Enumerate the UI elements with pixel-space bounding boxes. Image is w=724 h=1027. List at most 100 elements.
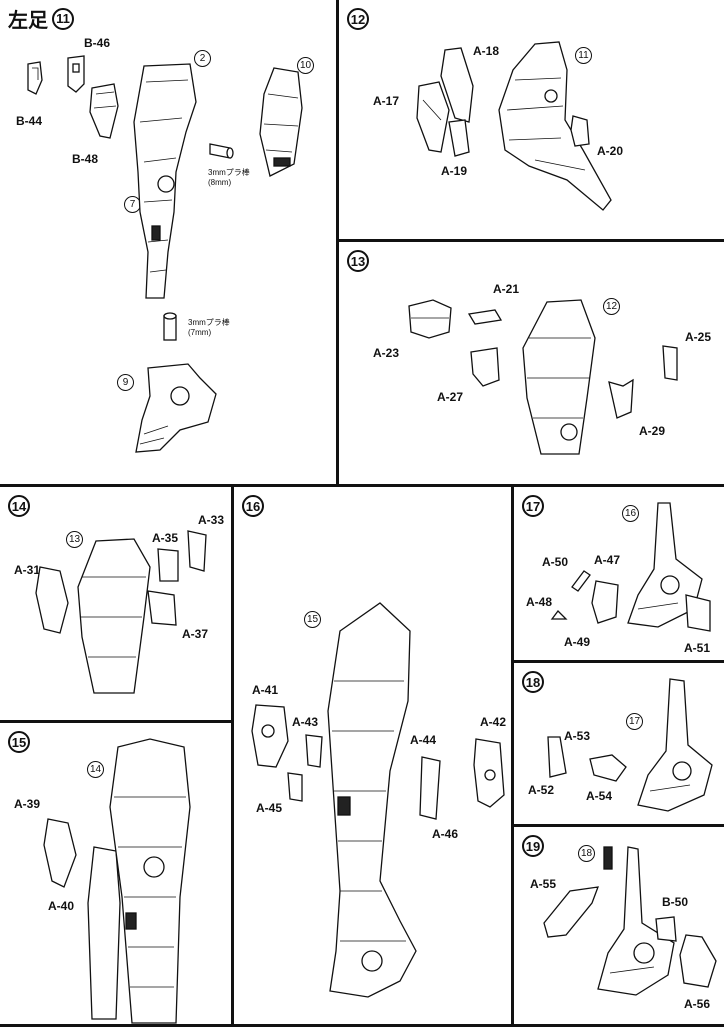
part-a33-illustration (187, 530, 207, 572)
ref-number-18: 18 (578, 845, 595, 862)
part-a51-illustration (685, 594, 711, 632)
ref-number-15: 15 (304, 611, 321, 628)
part-a20-illustration (570, 115, 590, 147)
part-label-a35: A-35 (152, 531, 179, 545)
part-a31-illustration (35, 566, 69, 634)
step-number: 11 (52, 7, 74, 30)
ref-number-2: 2 (194, 50, 211, 67)
part-b46-illustration (67, 55, 85, 93)
part-label-a40: A-40 (48, 899, 75, 913)
part-label-a50: A-50 (542, 555, 569, 569)
step-15-panel: 15 14 A-39 A-40 (0, 720, 235, 1027)
part-a35-illustration (157, 548, 179, 582)
leg-assembly-illustration (327, 602, 417, 998)
rod-8mm-illustration (209, 143, 234, 159)
part-label-a20: A-20 (597, 144, 624, 158)
part-label-a17: A-17 (373, 94, 400, 108)
step-18-panel: 18 17 A-53 A-52 A-54 (511, 660, 724, 828)
page-title: 左足 11 (8, 4, 74, 33)
part-a42-illustration (473, 738, 505, 808)
part-label-a52: A-52 (528, 783, 555, 797)
part-label-b48: B-48 (72, 152, 99, 166)
part-a44-illustration (419, 756, 441, 820)
part-label-a19: A-19 (441, 164, 468, 178)
part-label-a55: A-55 (530, 877, 557, 891)
part-label-a51: A-51 (684, 641, 711, 655)
part-label-a18: A-18 (473, 44, 500, 58)
part-a17-illustration (416, 81, 450, 153)
part-label-a53: A-53 (564, 729, 591, 743)
step-17-panel: 17 16 A-50 A-47 A-48 A-49 A-51 (511, 484, 724, 664)
part-b50-illustration (655, 916, 677, 942)
part-label-a46: A-46 (432, 827, 459, 841)
part-a54-illustration (589, 754, 627, 782)
part-label-b44: B-44 (16, 114, 43, 128)
part-label-a56: A-56 (684, 997, 711, 1011)
step-number: 16 (242, 495, 264, 517)
part-label-a27: A-27 (437, 390, 464, 404)
part-a37-illustration (147, 590, 177, 626)
part-a50-illustration (571, 570, 591, 592)
ref-number-11: 11 (575, 47, 592, 64)
part-a56-illustration (679, 934, 717, 988)
part-label-a49: A-49 (564, 635, 591, 649)
part-a25-illustration (662, 345, 678, 381)
rod-note-7mm: 3mmプラ棒 (7mm) (188, 318, 230, 337)
ref-number-13: 13 (66, 531, 83, 548)
part-a21-illustration (467, 309, 503, 325)
part-label-a43: A-43 (292, 715, 319, 729)
part-label-a48: A-48 (526, 595, 553, 609)
leg-assembly-illustration (627, 502, 703, 628)
part-label-a47: A-47 (594, 553, 621, 567)
part-a45-illustration (287, 772, 303, 802)
part-a18-illustration (440, 47, 474, 123)
ref-number-16: 16 (622, 505, 639, 522)
part-a29-illustration (608, 378, 634, 419)
leg-assembly-illustration (133, 63, 197, 299)
part-b44-illustration (27, 61, 43, 95)
leg-assembly-illustration (597, 846, 675, 996)
step-number: 19 (522, 835, 544, 857)
step-number: 14 (8, 495, 30, 517)
step-number: 15 (8, 731, 30, 753)
part-9-illustration (135, 363, 217, 453)
leg-assembly-illustration (109, 738, 191, 1024)
part-10-illustration (259, 67, 303, 177)
leg-assembly-illustration (498, 41, 612, 211)
part-a55-illustration (543, 886, 599, 938)
rod-note-8mm: 3mmプラ棒 (8mm) (208, 168, 250, 187)
part-label-a33: A-33 (198, 513, 225, 527)
part-a52-illustration (547, 736, 567, 778)
part-b48-illustration (89, 83, 119, 139)
part-label-a25: A-25 (685, 330, 712, 344)
part-label-b50: B-50 (662, 895, 689, 909)
part-label-a31: A-31 (14, 563, 41, 577)
ref-number-14: 14 (87, 761, 104, 778)
rod-7mm-illustration (163, 312, 177, 341)
ref-number-9: 9 (117, 374, 134, 391)
step-13-panel: 13 12 A-21 A-23 A-27 A-25 A-29 (336, 239, 724, 488)
leg-assembly-illustration (637, 678, 713, 812)
ref-number-10: 10 (297, 57, 314, 74)
step-16-panel: 16 15 A-41 A-43 A-45 A-44 A-42 A-46 (231, 484, 515, 1027)
part-label-b46: B-46 (84, 36, 111, 50)
part-a41-illustration (251, 704, 289, 768)
ref-number-12: 12 (603, 298, 620, 315)
part-label-a44: A-44 (410, 733, 437, 747)
part-label-a21: A-21 (493, 282, 520, 296)
part-a23-illustration (408, 299, 452, 339)
part-a39-illustration (43, 818, 77, 888)
step-12-panel: 12 11 A-18 A-17 A-19 A-20 (336, 0, 724, 242)
step-11-panel: 左足 11 B-46 B-44 B-48 2 10 7 9 3mmプラ棒 (8m… (0, 0, 339, 487)
part-label-a45: A-45 (256, 801, 283, 815)
title-text: 左足 (8, 10, 48, 32)
step-number: 18 (522, 671, 544, 693)
part-label-a42: A-42 (480, 715, 507, 729)
step-14-panel: 14 13 A-33 A-35 A-31 A-37 (0, 484, 235, 724)
part-label-a54: A-54 (586, 789, 613, 803)
step-number: 17 (522, 495, 544, 517)
part-a48-illustration (550, 610, 568, 620)
part-label-a29: A-29 (639, 424, 666, 438)
ref-number-17: 17 (626, 713, 643, 730)
part-a43-illustration (305, 734, 323, 768)
